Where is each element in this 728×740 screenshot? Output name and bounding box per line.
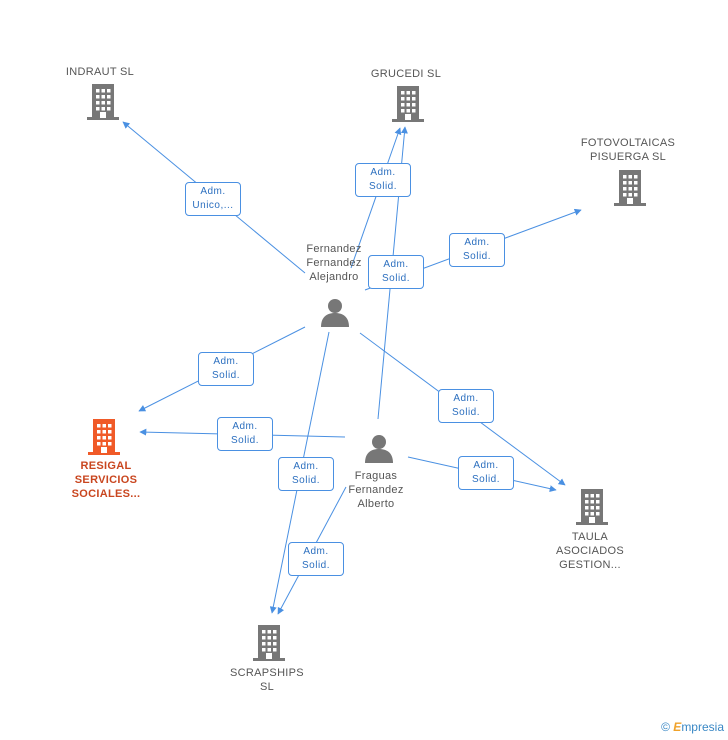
company-label-resigal[interactable]: RESIGAL SERVICIOS SOCIALES...: [36, 459, 176, 501]
node-label-line: INDRAUT SL: [65, 66, 135, 78]
edge-label-line: Solid.: [471, 474, 500, 485]
edge-label-fernandez-taula[interactable]: Adm. Solid.: [438, 389, 494, 423]
person-icon[interactable]: [320, 297, 350, 332]
node-label-line: SCRAPSHIPS: [230, 667, 304, 679]
edge-label-line: Solid.: [211, 370, 240, 381]
building-icon[interactable]: [576, 489, 608, 530]
node-label-line: SL: [259, 681, 275, 693]
node-label-line: SERVICIOS: [74, 474, 138, 486]
edge-label-line: Adm.: [232, 421, 258, 432]
node-label-line: SOCIALES...: [71, 488, 141, 500]
edge-label-fernandez-fotovoltaicas[interactable]: Adm. Solid.: [449, 233, 505, 267]
edge-label-line: Adm.: [370, 167, 396, 178]
edge-label-line: Solid.: [381, 273, 410, 284]
company-label-indraut[interactable]: INDRAUT SL: [30, 65, 170, 79]
node-label-line: ASOCIADOS: [555, 545, 625, 557]
edge-label-line: Adm.: [293, 461, 319, 472]
edge-label-line: Adm.: [383, 259, 409, 270]
company-label-taula[interactable]: TAULA ASOCIADOS GESTION...: [520, 530, 660, 572]
node-label-line: Fernandez: [348, 484, 404, 496]
edge-label-line: Adm.: [200, 186, 226, 197]
building-icon[interactable]: [392, 86, 424, 127]
edge-label-line: Adm.: [453, 393, 479, 404]
node-label-line: Fraguas: [354, 470, 398, 482]
node-label-line: GRUCEDI SL: [370, 68, 442, 80]
node-label-line: Fernandez: [306, 257, 362, 269]
node-label-line: Alejandro: [309, 271, 359, 283]
edge-label-fernandez-scrapships[interactable]: Adm. Solid.: [278, 457, 334, 491]
building-icon[interactable]: [614, 170, 646, 211]
edge-label-fraguas-taula[interactable]: Adm. Solid.: [458, 456, 514, 490]
building-icon[interactable]: [87, 84, 119, 125]
edge-label-fraguas-scrapships[interactable]: Adm. Solid.: [288, 542, 344, 576]
node-label-line: TAULA: [571, 531, 609, 543]
edge-label-line: Solid.: [301, 560, 330, 571]
edge-label-line: Solid.: [368, 181, 397, 192]
brand-name: mpresia: [681, 720, 724, 734]
node-label-line: Alberto: [357, 498, 395, 510]
company-label-grucedi[interactable]: GRUCEDI SL: [336, 67, 476, 81]
brand-initial: E: [673, 720, 682, 734]
edge-label-fraguas-resigal[interactable]: Adm. Solid.: [217, 417, 273, 451]
edge-label-line: Solid.: [230, 435, 259, 446]
edge-label-line: Adm.: [303, 546, 329, 557]
edge-label-fernandez-grucedi[interactable]: Adm. Solid.: [355, 163, 411, 197]
edge-label-line: Adm.: [473, 460, 499, 471]
edge-label-line: Solid.: [291, 475, 320, 486]
copyright-symbol: ©: [661, 720, 670, 734]
footer-brand: © Empresia: [661, 720, 724, 734]
edge-label-line: Solid.: [451, 407, 480, 418]
edge-fernandez-grucedi: [350, 127, 402, 269]
person-icon[interactable]: [364, 433, 394, 468]
edge-label-line: Solid.: [462, 251, 491, 262]
edge-label-fernandez-indraut[interactable]: Adm. Unico,...: [185, 182, 241, 216]
node-label-line: FOTOVOLTAICAS: [580, 137, 676, 149]
node-label-line: RESIGAL: [80, 460, 132, 472]
edge-label-line: Adm.: [464, 237, 490, 248]
building-icon-highlighted[interactable]: [88, 419, 120, 460]
edge-label-line: Unico,...: [192, 200, 234, 211]
node-label-line: Fernandez: [306, 243, 362, 255]
building-icon[interactable]: [253, 625, 285, 666]
company-label-scrapships[interactable]: SCRAPSHIPS SL: [197, 666, 337, 694]
edge-label-fraguas-grucedi[interactable]: Adm. Solid.: [368, 255, 424, 289]
node-label-line: GESTION...: [559, 559, 621, 571]
edge-label-fernandez-resigal[interactable]: Adm. Solid.: [198, 352, 254, 386]
edge-label-line: Adm.: [213, 356, 239, 367]
node-label-line: PISUERGA SL: [589, 151, 667, 163]
company-label-fotovoltaicas[interactable]: FOTOVOLTAICAS PISUERGA SL: [558, 136, 698, 164]
